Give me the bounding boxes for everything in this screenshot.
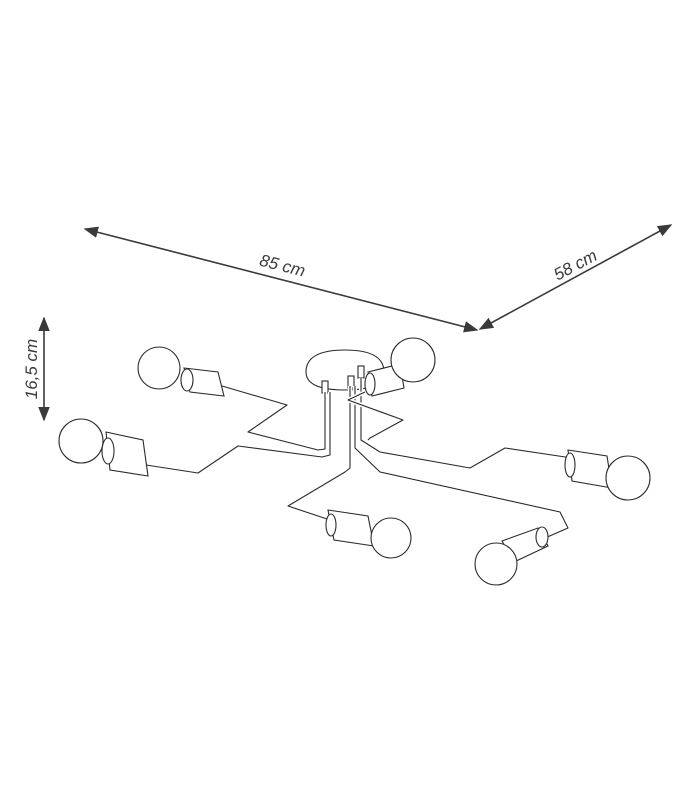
lamp-arm-front-right	[352, 386, 571, 586]
lamp-arm-back-center	[345, 337, 436, 442]
bulb-holder	[564, 449, 613, 489]
lamp-arm-front-left	[58, 392, 333, 477]
dimension-height: 16,5 cm	[22, 316, 50, 422]
dimension-depth: 58 cm	[478, 224, 673, 330]
ceiling-lamp	[58, 337, 651, 586]
lamp-arm-back-right	[358, 378, 651, 501]
dimension-width: 85 cm	[83, 226, 479, 333]
bulb	[370, 517, 412, 559]
bulb-holder	[180, 367, 225, 397]
bulb	[474, 542, 518, 586]
bulb-holder	[325, 509, 375, 547]
height-label: 16,5 cm	[22, 339, 41, 399]
bulb	[137, 346, 181, 390]
lamp-arm-front-center	[285, 386, 412, 559]
bulb	[605, 455, 651, 501]
bulb	[390, 337, 436, 383]
lamp-arm-back-left	[137, 346, 328, 453]
depth-label: 58 cm	[551, 246, 601, 285]
bulb	[58, 418, 104, 464]
bulb-holder	[101, 431, 149, 477]
